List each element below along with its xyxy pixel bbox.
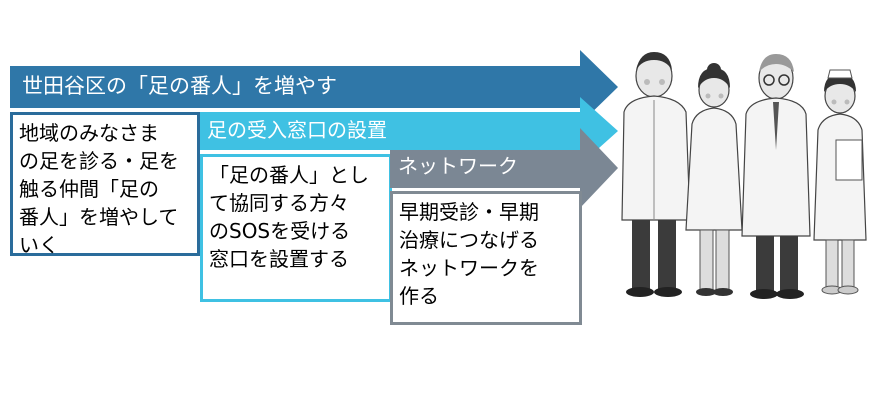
box-reception-window: 「足の番人」とし て協同する方々 のSOSを受ける 窓口を設置する — [200, 154, 392, 302]
box-line: 治療につなげる — [399, 228, 539, 252]
arrow-label-reception-window: 足の受入窓口の設置 — [207, 118, 387, 142]
box-line: 番人」を増やして — [19, 205, 179, 229]
box-line: 早期受診・早期 — [399, 200, 539, 224]
box-line: て協同する方々 — [209, 191, 349, 215]
arrow-label-network: ネットワーク — [398, 154, 518, 178]
box-line: 窓口を設置する — [209, 247, 349, 271]
box-line: ネットワークを — [399, 256, 539, 280]
female-staff-figure — [685, 63, 743, 296]
nurse-figure — [813, 69, 867, 295]
medical-staff-illustration — [621, 52, 867, 299]
box-line: の足を診る・足を — [19, 149, 179, 173]
box-network: 早期受診・早期 治療につなげる ネットワークを 作る — [390, 191, 582, 325]
box-line: 触る仲間「足の — [19, 177, 159, 201]
box-line: 「足の番人」とし — [209, 163, 369, 187]
box-line: いく — [19, 233, 59, 257]
box-line: 地域のみなさま — [19, 121, 159, 145]
box-increase-foot-guardians: 地域のみなさま の足を診る・足を 触る仲間「足の 番人」を増やして いく — [10, 112, 200, 257]
box-line: のSOSを受ける — [209, 219, 351, 243]
arrow-label-increase-foot-guardians: 世田谷区の「足の番人」を増やす — [22, 74, 337, 98]
senior-doctor-figure — [741, 54, 811, 299]
box-line: 作る — [399, 284, 439, 308]
male-staff-figure — [621, 52, 691, 297]
